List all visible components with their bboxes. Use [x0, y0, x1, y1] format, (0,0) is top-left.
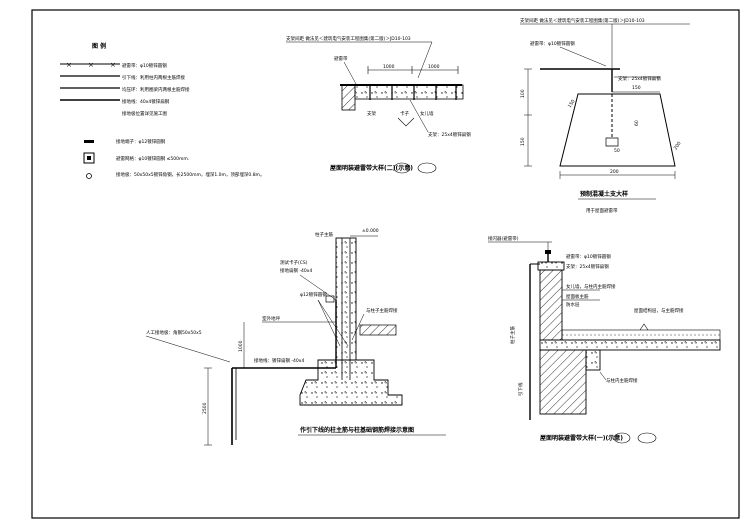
dim-200: 200	[610, 169, 619, 175]
label-bar: φ12镀锌圆钢	[300, 291, 327, 298]
legend-row-3: 均压环：利用圈梁内两根主筋焊接	[122, 86, 190, 93]
label-weld: 与柱子主筋焊接	[366, 307, 398, 314]
label-beam: 与柱内主筋焊接	[606, 377, 638, 384]
label-rod-right: 避雷带：φ10镀锌圆钢	[530, 40, 575, 47]
dim-60: 60	[634, 120, 640, 126]
label-flat-top: 接地扁钢 -40x4	[280, 267, 312, 274]
parapet-cap	[537, 261, 565, 271]
label-support: 支架	[367, 110, 376, 117]
dim-2500: 2500	[202, 402, 208, 414]
legend-title: 图 例	[92, 42, 106, 50]
dim-150-d: 150	[567, 99, 577, 110]
legend-row-1: 避雷带：φ10镀锌圆钢	[122, 62, 167, 69]
x-mark-icon: ×	[66, 61, 72, 69]
label-roof: 接闪器(避雷带)	[488, 235, 519, 242]
label-insul: 防水层	[566, 301, 580, 308]
detail-precast-support: 支架间距 做法见＜建筑电气安装工程图集(第二版)＞JD10-103 避雷带：φ1…	[520, 17, 690, 214]
ground-rod-circle-icon	[86, 173, 92, 179]
label-slab: 屋面板主筋	[566, 293, 589, 300]
ground-slab	[359, 324, 397, 336]
detail-rod-support-1: 接闪器(避雷带) 避雷带：φ10镀锌圆钢 支架：25x4镀锌扁钢 女儿墙，与柱内…	[488, 235, 721, 444]
terminal-bar-icon	[84, 140, 94, 143]
label-flat-right: 支架：25x4镀锌扁钢	[618, 75, 661, 82]
detail-column-foundation: 柱子主筋 ±0.000 测试卡子(CS) 接地扁钢 -40x4 φ12镀锌圆钢 …	[145, 228, 446, 446]
roof-finish	[561, 329, 721, 341]
legend-row-2: 引下线：利用柱内两根主筋焊接	[122, 74, 185, 81]
precast-block	[559, 93, 676, 167]
caption-precast: 预制混凝土支大样	[580, 190, 628, 198]
ref-note: 支架间距 做法见＜建筑电气安装工程图集(第二版)＞JD10-103	[286, 35, 411, 42]
label-parapet-bottom: 女儿墙，与柱内主筋焊接	[566, 283, 616, 290]
legend-row-5: 接地极位置详见施工图	[122, 110, 167, 117]
label-column: 柱子主筋	[315, 231, 333, 238]
dim-150-v: 150	[520, 137, 526, 146]
dim-1000: 1000	[238, 340, 244, 352]
label-main: 柱子主筋	[509, 326, 516, 344]
caption-detail-2: 屋面明装避雷带大样(二)(示意)	[330, 164, 413, 172]
parapet-wall	[341, 84, 356, 111]
label-outdoor: 室外地坪	[262, 315, 280, 322]
parapet-cap	[354, 84, 464, 100]
subcaption-precast: 用于屋面避雷带	[586, 207, 618, 214]
label-flat: 支架：25x4镀锌扁钢	[428, 131, 471, 138]
label-test: 测试卡子(CS)	[280, 259, 308, 266]
foundation	[299, 359, 403, 406]
label-clip: 卡子	[400, 110, 409, 117]
label-struct: 屋面结构层，与主筋焊接	[634, 307, 684, 314]
ref-note-right: 支架间距 做法见＜建筑电气安装工程图集(第二版)＞JD10-103	[520, 17, 645, 24]
caption-detail-1: 屋面明装避雷带大样(一)(示意)	[540, 434, 623, 442]
grid-square-icon	[83, 152, 95, 164]
dim-1000-a: 1000	[383, 64, 395, 70]
legend-item-3: 接地极：50x50x5镀锌角钢，长2500mm，埋深1.0m，顶部埋深0.8m。	[116, 171, 264, 178]
dim-150-top: 150	[632, 85, 641, 91]
dim-1000-b: 1000	[428, 64, 440, 70]
label-top: ±0.000	[362, 228, 379, 234]
label-flat-bottom-right: 支架：25x4镀锌扁钢	[566, 263, 609, 270]
label-downlead: 引下线	[517, 382, 524, 396]
column	[335, 237, 357, 361]
roof-slab	[539, 339, 721, 351]
grid-square-dot	[87, 156, 91, 160]
column-below	[539, 349, 587, 415]
label-rod-bottom: 避雷带：φ10镀锌圆钢	[566, 253, 611, 260]
legend-item-1: 接地端子：φ12镀锌圆钢	[116, 138, 166, 145]
parapet	[539, 269, 563, 341]
dim-200-d: 200	[673, 141, 683, 152]
label-rod: 避雷带	[334, 55, 348, 62]
dim-100: 100	[520, 89, 526, 98]
x-mark-icon: ×	[110, 61, 116, 69]
legend-row-4: 接地线：40x4镀锌扁钢	[122, 98, 170, 105]
legend: 图 例 × × × 避雷带：φ10镀锌圆钢 引下线：利用柱内两根主筋焊接 均压环…	[60, 42, 264, 179]
x-mark-icon: ×	[88, 61, 94, 69]
label-flat-bottom: 接地线：镀锌扁钢 -40x4	[254, 357, 304, 364]
dim-50: 50	[614, 148, 620, 154]
label-parapet: 女儿墙	[420, 110, 434, 117]
legend-item-2: 避雷网格：φ10镀锌圆钢 ≤500mm.	[116, 155, 189, 162]
label-angle: 人工接地极：角钢50x50x5	[146, 329, 202, 336]
caption-column: 作引下线的柱主筋与柱基础钢筋焊接示意图	[300, 426, 414, 434]
detail-rod-support-2: 支架间距 做法见＜建筑电气安装工程图集(第二版)＞JD10-103 1000 1…	[286, 35, 471, 174]
leader-line	[417, 41, 433, 79]
sheet-border	[31, 9, 740, 519]
